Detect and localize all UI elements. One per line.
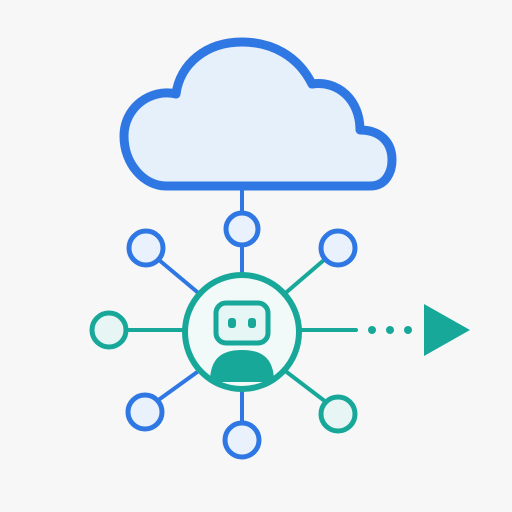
- network-node-icon: [223, 210, 261, 248]
- hub-to-node-top-left-line: [157, 258, 204, 298]
- trail-dot: [368, 326, 376, 334]
- trail-dot: [386, 326, 394, 334]
- dotted-trail: [368, 326, 412, 334]
- robot-body: [210, 350, 274, 382]
- robot-eye-left: [228, 318, 236, 328]
- hub-to-node-bottom-right-line: [282, 368, 328, 404]
- arrow-right-icon: [424, 304, 470, 356]
- hub-to-node-top-right-line: [280, 258, 326, 298]
- cloud-shape: [119, 37, 397, 191]
- hub-to-node-bottom-left-line: [155, 368, 202, 403]
- cloud-icon: [119, 37, 397, 191]
- teal-connectors: [124, 258, 358, 404]
- robot-head: [213, 300, 271, 346]
- network-node-icon: [222, 420, 262, 460]
- network-node-icon: [125, 392, 165, 432]
- network-nodes: [89, 210, 358, 460]
- blue-connectors: [155, 188, 244, 424]
- network-node-icon: [126, 228, 166, 268]
- network-node-icon: [318, 228, 358, 268]
- network-node-icon: [318, 394, 358, 434]
- network-node-icon: [89, 310, 129, 350]
- trail-dot: [404, 326, 412, 334]
- robot-hub-icon: [182, 272, 302, 392]
- robot-eye-right: [248, 318, 256, 328]
